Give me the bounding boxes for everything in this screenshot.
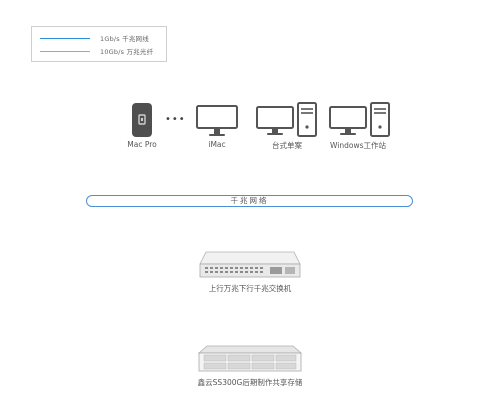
network-label: 千兆网络 — [230, 196, 269, 206]
legend-label: 1Gb/s 千兆网线 — [100, 35, 149, 43]
mac-pro-label: Mac Pro — [127, 140, 157, 149]
imac-label: iMac — [208, 140, 226, 149]
windows-workstation-label: Windows工作站 — [330, 141, 386, 150]
ellipsis-icon: ••• — [165, 114, 186, 125]
switch-label: 上行万兆下行千兆交换机 — [208, 284, 292, 293]
legend: 1Gb/s 千兆网线 10Gb/s 万兆光纤 — [31, 26, 167, 62]
desktop-computer-icon — [256, 102, 317, 137]
shared-storage-icon — [197, 345, 303, 372]
legend-item-gigabit: 1Gb/s 千兆网线 — [40, 32, 149, 44]
legend-line-green — [40, 50, 90, 52]
mac-pro-icon — [132, 103, 152, 137]
imac-icon — [196, 105, 238, 136]
storage-label: 鑫云SS300G后期制作共享存储 — [197, 378, 303, 387]
workstation-icon — [329, 102, 390, 137]
desktop-label: 台式单案 — [272, 141, 302, 150]
legend-line-blue — [40, 37, 90, 39]
legend-item-10gigabit: 10Gb/s 万兆光纤 — [40, 45, 153, 57]
legend-label: 10Gb/s 万兆光纤 — [100, 48, 154, 56]
network-switch-icon — [199, 251, 301, 278]
gigabit-network-bar: 千兆网络 — [86, 195, 413, 207]
